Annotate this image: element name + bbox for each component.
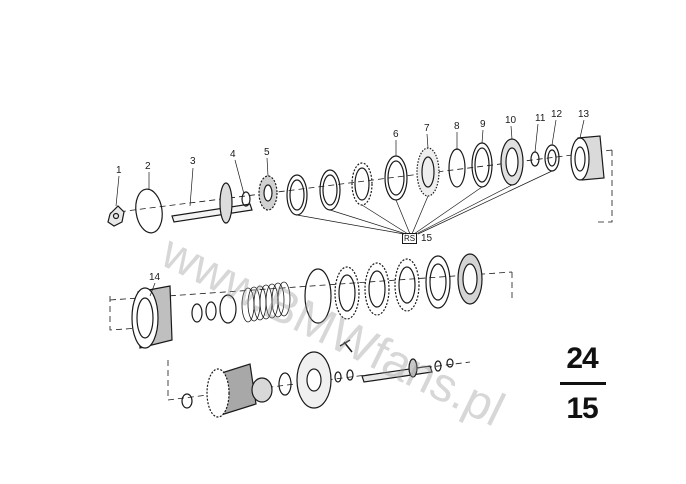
lower-washer-f xyxy=(446,358,454,368)
lower-washer-c xyxy=(334,371,342,383)
callout-4: 4 xyxy=(230,149,236,160)
callout-6: 6 xyxy=(393,129,399,140)
page-number-divider xyxy=(560,382,606,385)
part-7-sprag xyxy=(416,147,440,197)
callout-3: 3 xyxy=(190,156,196,167)
callout-8: 8 xyxy=(454,121,460,132)
callout-1: 1 xyxy=(116,165,122,176)
middle-plate-a xyxy=(304,268,332,324)
part-3-shaft xyxy=(171,203,253,223)
middle-washer-b xyxy=(205,301,217,321)
middle-plate-e xyxy=(425,255,451,309)
callout-9: 9 xyxy=(480,119,486,130)
lower-ring-b xyxy=(278,372,292,396)
upper-axis-line xyxy=(109,149,613,214)
part-4-washer xyxy=(241,191,251,207)
callout-2: 2 xyxy=(145,161,151,172)
callout-14: 14 xyxy=(149,272,161,283)
part-8-ring xyxy=(448,148,466,188)
upper-axis-bracket xyxy=(598,150,613,223)
middle-gear-c xyxy=(364,262,390,316)
callout-5: 5 xyxy=(264,147,270,158)
part-2-ring xyxy=(135,188,163,234)
part-1-plate xyxy=(107,205,125,227)
lower-washer-a xyxy=(181,393,193,409)
callout-13: 13 xyxy=(578,109,590,120)
page-group-number: 24 xyxy=(566,342,598,375)
middle-washer-a xyxy=(191,303,203,323)
reference-code: RS xyxy=(402,233,418,244)
lower-shaft xyxy=(361,365,433,383)
page-subgroup-number: 15 xyxy=(566,392,598,425)
middle-ring-c xyxy=(219,294,237,324)
middle-axis-bracket xyxy=(109,296,141,331)
callout-12: 12 xyxy=(551,109,563,120)
clutch-spring-stack xyxy=(241,281,291,323)
reference-number: 15 xyxy=(421,233,433,244)
callout-7: 7 xyxy=(424,123,430,134)
middle-gear-b xyxy=(334,266,360,320)
callout-11: 11 xyxy=(535,113,546,124)
leader-14 xyxy=(149,282,156,297)
middle-axis-line xyxy=(109,271,513,301)
lower-washer-e xyxy=(434,360,442,372)
callout-10: 10 xyxy=(505,115,517,126)
part-3-disc xyxy=(219,182,233,224)
middle-gear-d xyxy=(394,258,420,312)
leader-lines xyxy=(115,119,585,235)
lower-bolt xyxy=(339,339,353,353)
lower-washer-d xyxy=(346,369,354,381)
